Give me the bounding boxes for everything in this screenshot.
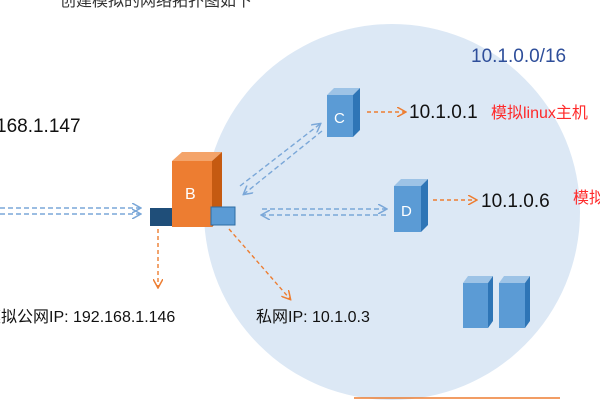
node-c[interactable]: C — [327, 88, 360, 137]
link-b-d — [262, 209, 386, 215]
node-d-ip: 10.1.0.6 — [481, 191, 550, 212]
private-ip-arrow — [228, 228, 290, 299]
node-d-label: D — [401, 203, 412, 220]
node-d-desc: 模拟 — [573, 189, 600, 207]
subnet-circle — [204, 24, 580, 400]
public-ip-label: 模拟公网IP: 192.168.1.146 — [0, 308, 175, 326]
node-b-private-port — [210, 206, 236, 226]
node-c-desc: 模拟linux主机 — [491, 104, 588, 122]
node-b-public-port — [150, 208, 172, 226]
left-host-ip: 168.1.147 — [0, 116, 81, 137]
server-pair — [463, 276, 530, 328]
node-c-ip: 10.1.0.1 — [409, 102, 478, 123]
node-c-label: C — [334, 110, 345, 127]
node-b-label: B — [185, 186, 196, 203]
node-d[interactable]: D — [394, 179, 428, 232]
private-ip-label: 私网IP: 10.1.0.3 — [256, 308, 370, 326]
link-b-c — [239, 124, 323, 194]
left-link-arrows — [0, 208, 140, 214]
subnet-label: 10.1.0.0/16 — [471, 46, 566, 67]
node-b[interactable]: B — [172, 152, 222, 227]
top-caption: 创建模拟的网络拓扑图如下 — [60, 0, 252, 10]
